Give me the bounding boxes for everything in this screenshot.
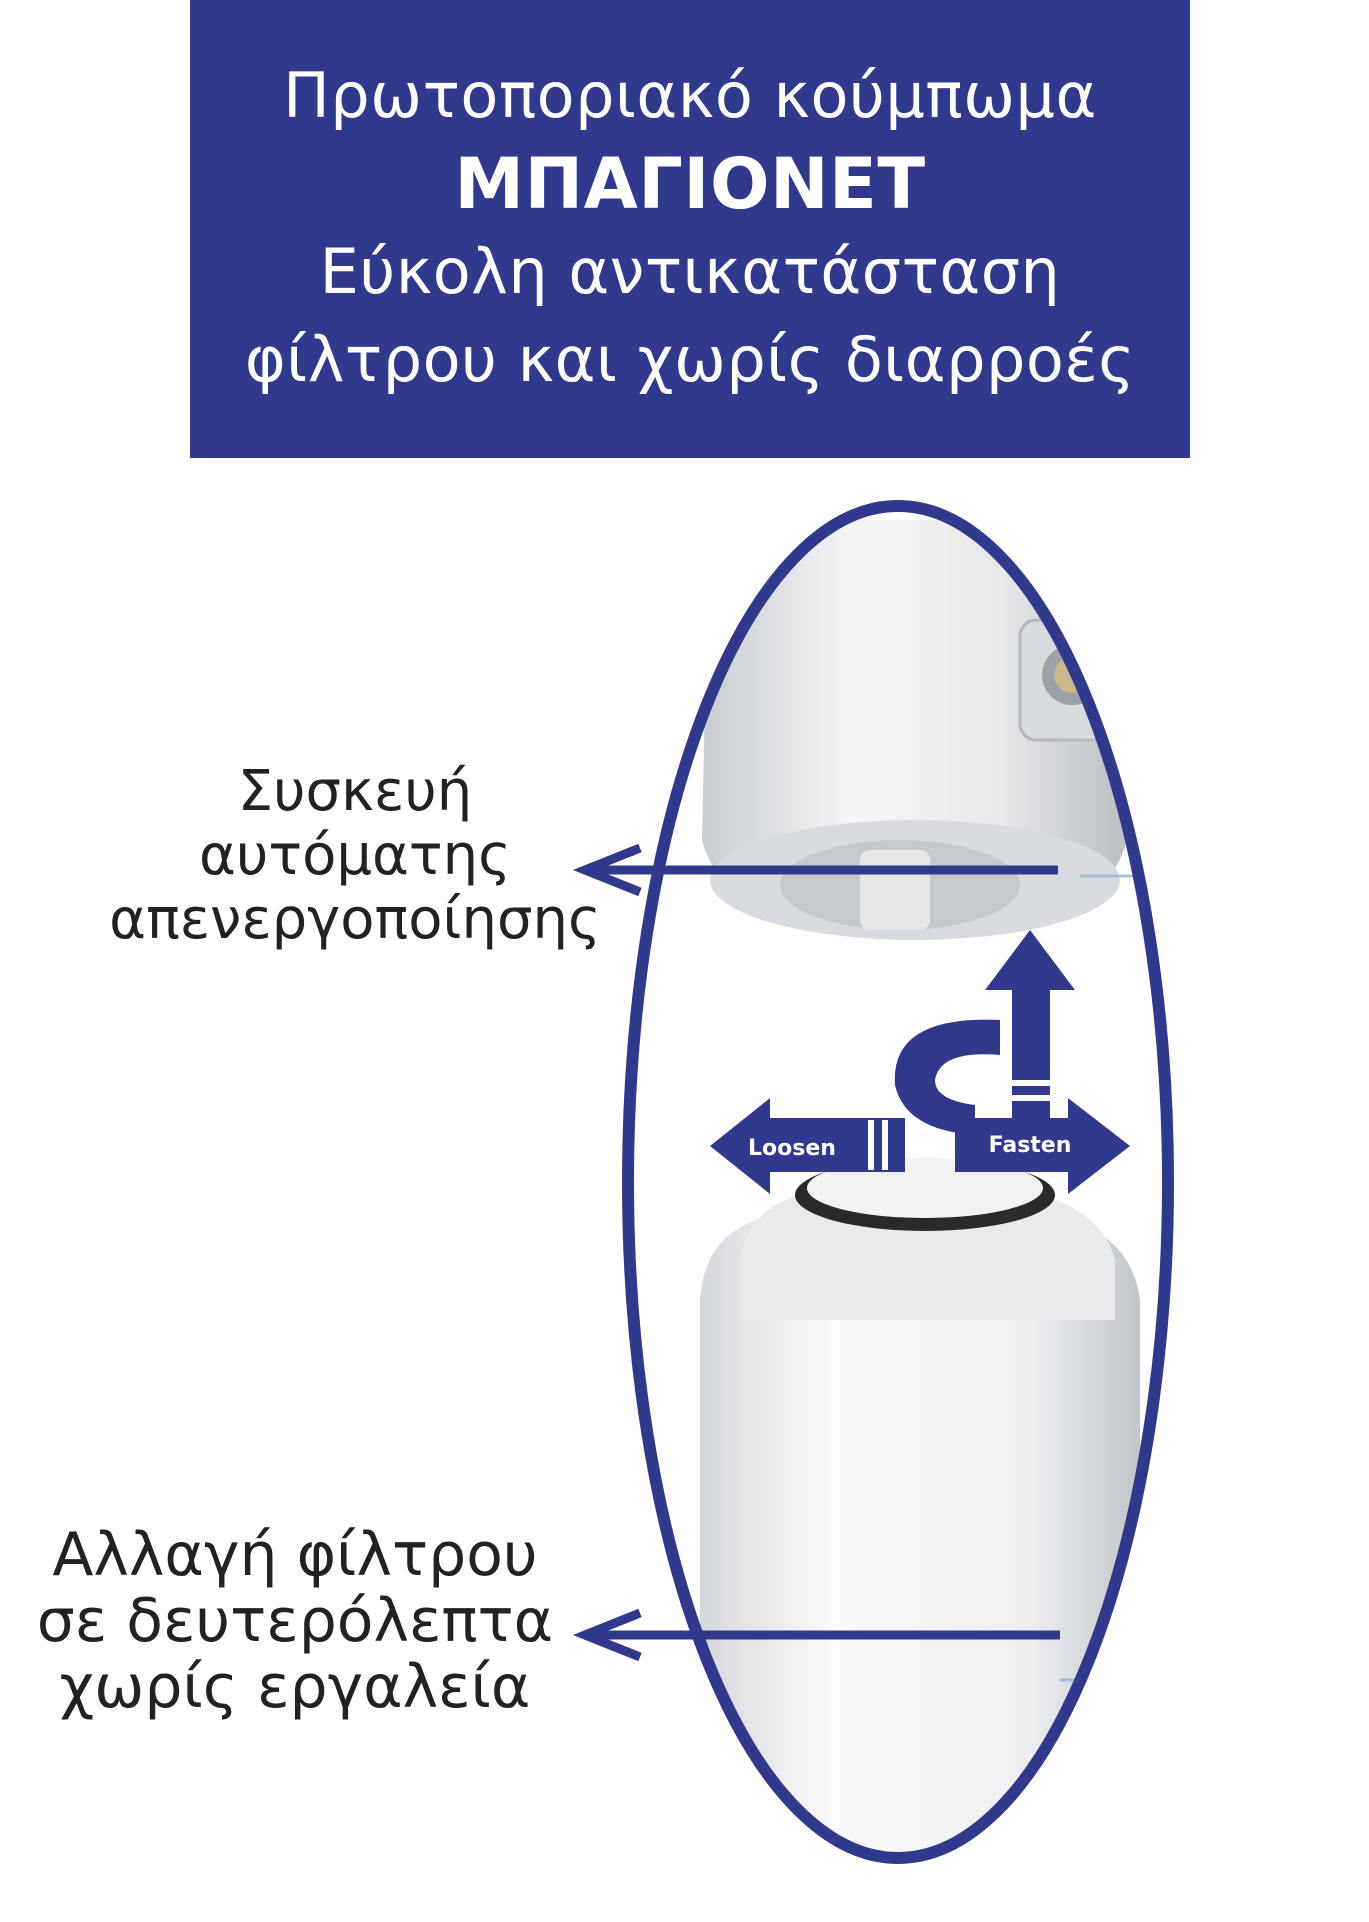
loosen-arrow-icon <box>710 1098 905 1194</box>
callout-shutoff-device: Συσκευή αυτόματης απενεργοποίησης <box>75 760 635 952</box>
callout-top-line-2: αυτόματης <box>199 823 511 888</box>
rotation-arrow-icon <box>894 1019 1000 1135</box>
up-arrow-icon <box>985 930 1075 1120</box>
banner-line-2: ΜΠΑΓΙΟΝΕΤ <box>454 143 926 225</box>
callout-bottom-line-3: χωρίς εργαλεία <box>59 1652 531 1722</box>
callout-top-line-1: Συσκευή <box>237 759 473 824</box>
filter-product <box>700 520 1140 1858</box>
banner-line-1: Πρωτοποριακό κούμπωμα <box>283 59 1097 132</box>
callout-tool-free-change: Αλλαγή φίλτρου σε δευτερόλεπτα χωρίς εργ… <box>25 1522 565 1720</box>
body-collar <box>740 1190 1115 1320</box>
callout-arrow-bottom <box>572 1608 1060 1662</box>
fasten-label: Fasten <box>989 1133 1072 1158</box>
title-banner: Πρωτοποριακό κούμπωμα ΜΠΑΓΙΟΝΕΤ Εύκολη α… <box>190 0 1190 458</box>
callout-arrow-top <box>572 843 1058 897</box>
fasten-loosen-arrows: Loosen Fasten <box>710 930 1130 1194</box>
callout-bottom-line-1: Αλλαγή φίλτρου <box>52 1520 538 1590</box>
filter-body <box>700 1215 1140 1858</box>
banner-line-4: φίλτρου και χωρίς διαρροές <box>244 323 1136 396</box>
banner-line-3: Εύκολη αντικατάσταση <box>319 235 1061 308</box>
fasten-arrow-icon <box>955 1098 1130 1194</box>
callout-bottom-line-2: σε δευτερόλεπτα <box>36 1586 554 1656</box>
highlight-oval <box>622 500 1174 1864</box>
filter-cap <box>702 520 1130 930</box>
loosen-label: Loosen <box>748 1136 836 1161</box>
callout-top-line-3: απενεργοποίησης <box>109 887 601 952</box>
